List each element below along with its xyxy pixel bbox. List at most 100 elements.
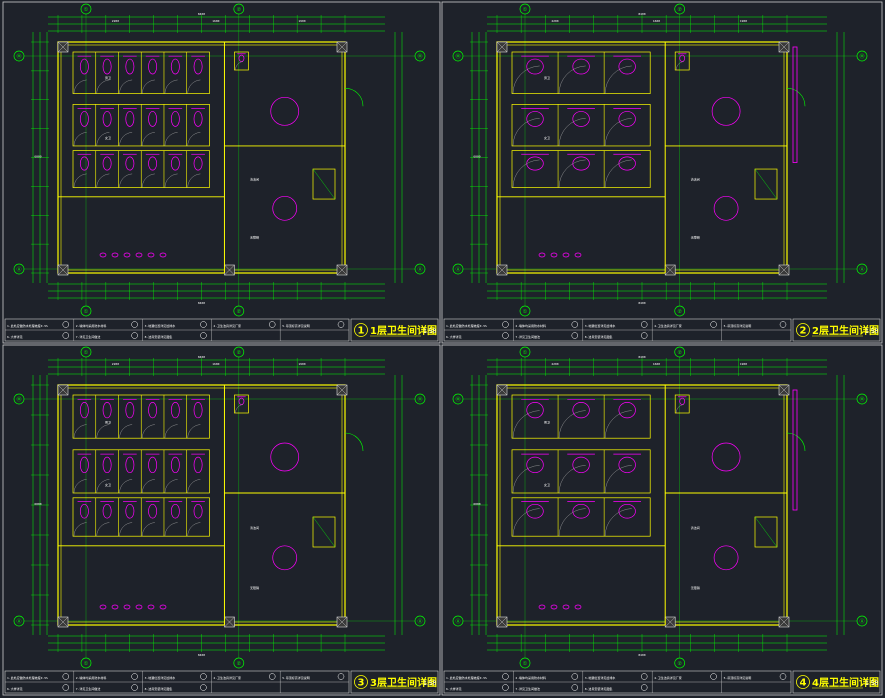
toilet-fixture [193,401,203,419]
toilet-fixture [170,456,180,474]
note-symbol [710,321,717,328]
column-hatch [496,384,508,396]
basin-fixture [574,604,582,610]
door-swing [119,522,133,537]
basin-fixture [135,252,143,258]
door-swing [235,404,243,414]
room-label-male: 男卫 [105,419,111,424]
toilet-fixture [102,456,112,474]
door-swing [73,522,87,537]
door-swing [187,79,201,94]
basin-fixture [562,604,570,610]
note-symbol [62,684,70,691]
stall-row-3 [72,150,210,188]
title-block [792,318,881,342]
stall-row-3 [511,150,651,188]
inner-wall-line [499,44,785,271]
toilet-fixture [170,111,180,127]
toilet-fixture [102,156,112,171]
toilet-fixture [572,503,590,519]
toilet-fixture [148,456,158,474]
sheet-scale: 1:50 [865,328,879,335]
toilet-fixture [572,456,590,474]
note-symbol [62,673,70,680]
turning-circle [713,545,739,571]
door-swing [96,173,110,188]
door-swing [604,65,632,94]
inner-wall-line [499,387,785,623]
toilet-fixture [170,401,180,419]
toilet-fixture [148,58,158,75]
toilet-fixture [193,111,203,127]
column-hatch [665,264,676,276]
toilet-fixture [79,503,89,519]
column-hatch [336,616,348,628]
shaft-box [754,168,778,200]
dim-text-overall: 8400 [638,12,645,16]
toilet-fixture [102,401,112,419]
toilet-fixture [193,156,203,171]
note-text: 1.此处应做防水处理坡度0.5% [446,323,487,328]
toilet-fixture [79,456,89,474]
title-block [350,318,439,342]
toilet-fixture [125,58,135,75]
note-text: 7.详见卫生间做法 [515,334,540,339]
dim-text-depth: 6000 [34,155,41,159]
shaft-diagonal [312,516,336,548]
room-label-janitor: 清洁间 [250,177,259,182]
dim-text-bay: 1600 [653,362,660,366]
dim-text-bay: 1900 [298,362,305,366]
outer-wall [57,41,346,274]
column-hatch [496,264,508,276]
room-label-accessible: 无障碍 [691,234,700,239]
note-text: 5.吊顶标高详见说明 [724,675,752,680]
toilet-fixture [618,456,636,474]
basin-fixture [99,252,107,258]
door-swing [187,424,201,439]
door-swing [164,479,178,494]
door-swing [164,424,178,439]
note-symbol [502,684,509,691]
toilet-fixture [102,58,112,75]
side-stall [674,394,690,414]
door-swing-exterior [344,87,364,107]
turning-circle [272,545,298,571]
grid-label-m-left: Ⓜ [16,53,21,60]
door-swing [73,79,87,94]
note-text: 6.大样详见 [446,334,462,339]
sheet-scale: 1:50 [865,680,879,687]
room-label-female: 女卫 [544,135,550,140]
grid-label-2-top: ② [677,350,682,356]
sheet-scale: 1:50 [423,680,437,687]
door-swing [142,522,155,537]
grid-label-1-bottom: ① [84,661,89,667]
toilet-fixture [572,58,590,75]
note-text: 2.墙体均采用防水材料 [76,323,107,328]
stall-row-outline [674,394,690,414]
note-text: 4.卫生洁具详见厂家 [213,675,241,680]
note-symbol [131,684,138,691]
grid-label-a-left: Ⓐ [16,618,21,625]
side-stall [674,51,690,71]
toilet-fixture [618,58,636,75]
note-symbol [571,332,579,339]
stall-row-outline [511,51,651,94]
grid-label-1-top: ① [84,350,89,356]
dim-text-overall: 8400 [638,355,645,359]
door-swing [142,479,155,494]
stall-row-outline [511,394,651,439]
column-hatch [496,41,508,53]
title-number-circle [796,675,810,689]
door-swing [558,465,586,494]
walls [57,41,348,276]
sheet-frame [441,1,883,344]
outer-wall [57,384,346,626]
toilet-fixture [148,111,158,127]
room-label-female: 女卫 [105,482,111,487]
toilet-fixture [618,503,636,519]
note-symbol [131,321,138,328]
toilet-fixture [572,401,590,419]
